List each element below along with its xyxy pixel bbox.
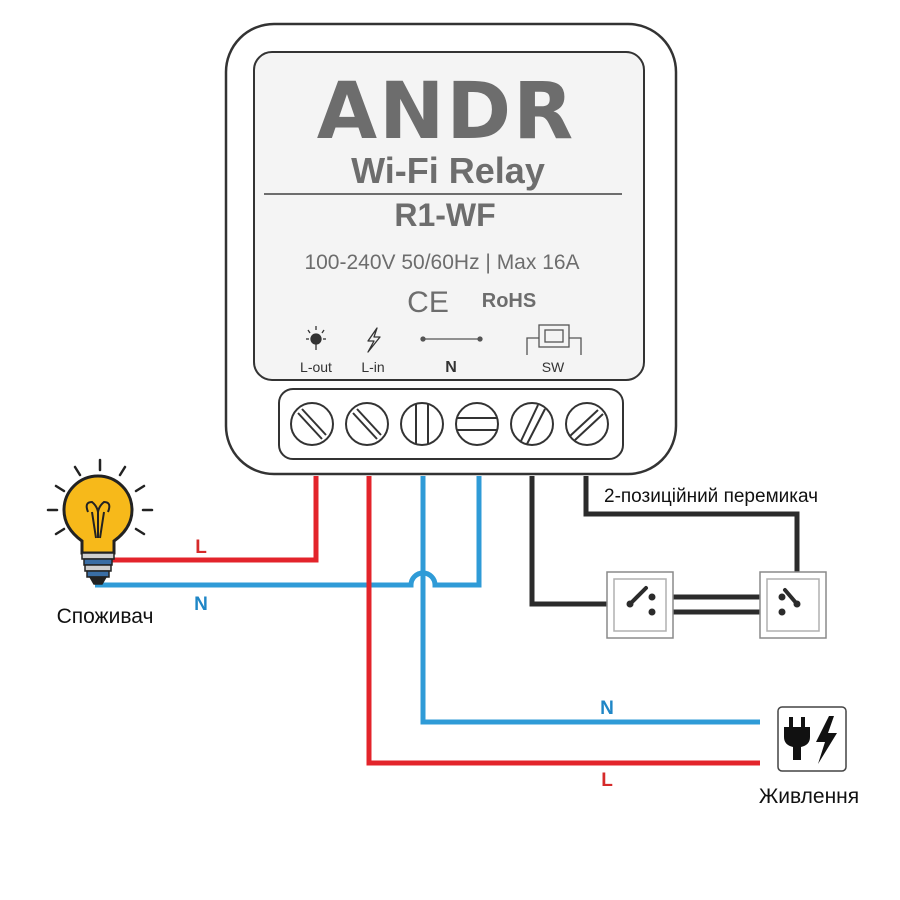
neutral-line-icon [420,336,483,342]
model-number: R1-WF [394,197,495,233]
wire-load-live [95,476,319,563]
switch-2[interactable] [759,571,827,639]
screw-terminal-l-out[interactable] [290,402,334,446]
label-load-live: L [195,537,207,558]
screw-terminal-l-in[interactable] [345,402,389,446]
lightning-icon [367,327,381,353]
lamp-consumer [46,458,154,585]
screw-terminal-n2[interactable] [455,402,499,446]
wires [95,476,800,766]
bulb-filament [85,500,111,539]
rohs-mark: RoHS [482,290,536,312]
label-supply-neutral: N [600,698,614,719]
terminal-screws [290,402,609,446]
module-label-panel [253,51,645,381]
relay-module: ANDR Wi-Fi Relay R1-WF 100-240V 50/60Hz … [224,22,678,476]
terminal-label-l-out: L-out [300,359,332,375]
label-supply-live: L [601,770,613,791]
label-power: Живлення [759,785,859,808]
switch-terminal-icon [526,324,582,355]
spec-text: 100-240V 50/60Hz | Max 16A [304,251,579,274]
switch-1[interactable] [606,571,674,639]
power-plug-icon [777,706,847,772]
light-rays [46,458,154,536]
label-switch: 2-позиційний перемикач [604,486,818,507]
label-load-neutral: N [194,594,208,615]
terminal-label-n: N [445,359,457,376]
screw-terminal-sw2[interactable] [565,402,609,446]
brand-logo: ANDR [317,67,575,157]
wire-switch-2 [583,476,800,603]
wire-switch-1 [529,476,628,607]
screw-terminal-n1[interactable] [400,402,444,446]
product-name: Wi-Fi Relay [351,150,545,191]
terminal-label-l-in: L-in [361,359,384,375]
screw-terminal-sw1[interactable] [510,402,554,446]
label-consumer: Споживач [57,605,154,628]
wire-supply-live [366,476,760,766]
ce-mark: CE [407,286,449,319]
wire-supply-neutral [420,476,760,725]
bulb-base [81,552,115,585]
terminal-label-sw: SW [542,359,565,375]
bulb-icon [306,326,326,350]
